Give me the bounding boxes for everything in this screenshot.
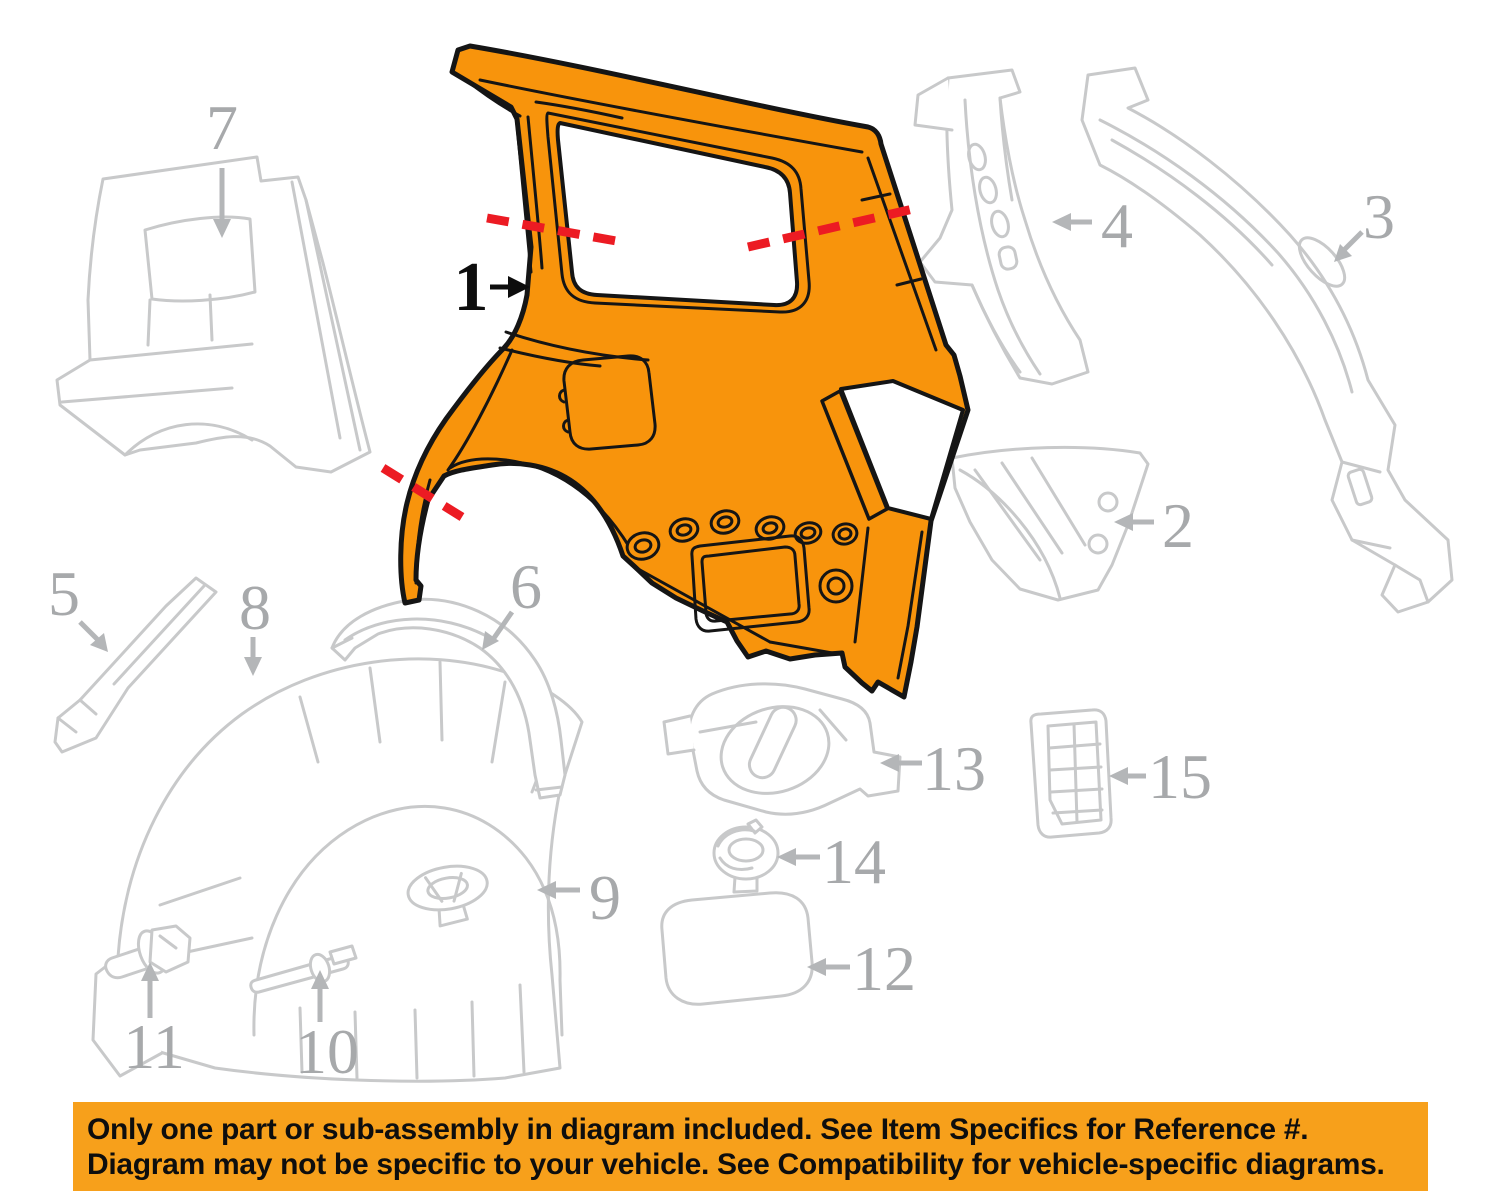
- callout-label-15: 15: [1148, 741, 1212, 812]
- callout-14-arrow: [777, 848, 820, 866]
- callout-7-arrow: [213, 168, 231, 238]
- callout-label-1: 1: [453, 249, 489, 326]
- callout-6-arrow: [482, 610, 515, 650]
- callout-13-arrow: [880, 754, 922, 772]
- disclaimer-line-1: Only one part or sub-assembly in diagram…: [87, 1113, 1309, 1146]
- callout-label-2: 2: [1162, 490, 1194, 561]
- callout-label-9: 9: [589, 862, 621, 933]
- part-5-rail-drawing: [53, 576, 218, 754]
- part-8-wheelhouse-liner-drawing: [91, 657, 584, 1083]
- callout-label-11: 11: [123, 1011, 185, 1082]
- callout-label-8: 8: [239, 572, 271, 643]
- callout-5-arrow: [78, 620, 108, 652]
- cut-lines: [380, 204, 915, 521]
- callout-label-12: 12: [852, 933, 916, 1004]
- part-3-pillar-inner-panel-drawing: [1080, 66, 1454, 614]
- callout-2-arrow: [1114, 513, 1154, 531]
- part-10-rivet-drawing: [249, 944, 358, 994]
- callout-10-arrow: [311, 970, 329, 1022]
- callout-9-arrow: [537, 881, 580, 899]
- callout-1-arrow: [490, 276, 530, 298]
- part-14-grommet-drawing: [712, 818, 780, 894]
- callout-label-14: 14: [822, 826, 886, 897]
- part-11-bolt-drawing: [104, 924, 192, 980]
- part-4-pillar-reinforcement-drawing: [913, 68, 1090, 386]
- disclaimer-line-2: Diagram may not be specific to your vehi…: [87, 1148, 1385, 1181]
- part-13-fuel-filler-housing-drawing: [662, 682, 902, 816]
- part-15-air-vent-drawing: [1029, 708, 1113, 839]
- cut-line-right: [746, 204, 915, 252]
- callout-label-3: 3: [1363, 181, 1395, 252]
- part-7-quarter-inner-structure-drawing: [55, 155, 372, 474]
- cut-line-lower: [380, 464, 465, 521]
- callout-label-6: 6: [510, 551, 542, 622]
- callout-15-arrow: [1109, 767, 1146, 785]
- callout-label-7: 7: [206, 92, 238, 163]
- callout-label-4: 4: [1101, 190, 1133, 261]
- part-9-clip-drawing: [406, 864, 489, 928]
- callout-3-arrow: [1334, 230, 1364, 262]
- part-2-bracket-drawing: [950, 445, 1150, 602]
- callout-12-arrow: [807, 958, 850, 976]
- part-12-fuel-door-drawing: [660, 891, 814, 1006]
- callout-label-10: 10: [295, 1016, 359, 1087]
- part-1-quarter-panel-highlighted: [398, 43, 971, 700]
- callout-label-5: 5: [48, 558, 80, 629]
- callout-label-13: 13: [922, 733, 986, 804]
- disclaimer-banner: Only one part or sub-assembly in diagram…: [73, 1102, 1428, 1191]
- callout-11-arrow: [141, 962, 159, 1018]
- callout-4-arrow: [1052, 213, 1092, 231]
- callout-8-arrow: [244, 637, 262, 676]
- cut-line-left: [486, 213, 623, 247]
